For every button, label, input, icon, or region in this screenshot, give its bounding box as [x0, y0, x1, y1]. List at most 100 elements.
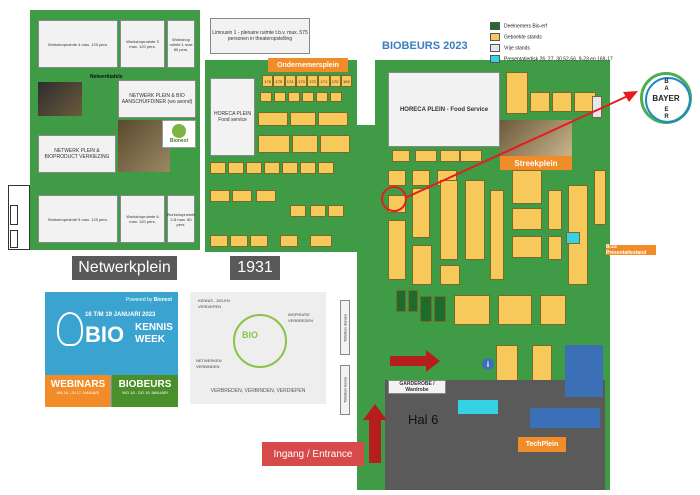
stand-block [232, 190, 252, 202]
stand-block [264, 162, 280, 174]
stand-block [415, 150, 437, 162]
stand-block [292, 135, 318, 153]
ondernemers-stand: 170 [329, 75, 341, 87]
kennisweek-biobeurs-block: BIOBEURS WO 18 - DO 19 JANUARI [112, 375, 178, 407]
legend-swatch [490, 33, 500, 41]
techplein-label: TechPlein [518, 437, 566, 452]
stand-block [310, 235, 332, 247]
stand-block [440, 180, 458, 260]
kennisweek-biobeurs-sub: WO 18 - DO 19 JANUARI [122, 390, 168, 395]
ondernemers-stand: 169 [340, 75, 352, 87]
kennis-diagram: KENNIS - DELEN VERDIEPEN INSPIRATIE VERB… [190, 292, 326, 404]
kennisweek-powered: Powered by Bionext [126, 297, 172, 303]
stand-block [566, 232, 580, 244]
stand-block [230, 235, 248, 247]
stand-block [310, 205, 326, 217]
diagram-inspiratie: INSPIRATIE [288, 312, 310, 317]
legend-swatch [490, 44, 500, 52]
stand-block [454, 295, 490, 325]
tech-stand-2 [565, 345, 603, 397]
limousin-label: Limousin 1 - plenaire ruimte t.b.v. max.… [212, 30, 308, 42]
stand-block [228, 162, 244, 174]
stand-block [288, 92, 300, 102]
stand-block [465, 180, 485, 260]
bionext-logo-box: Bionext [162, 120, 196, 148]
workshop-room-3-label: Workshopruimte 3 max. 120 pers. [126, 39, 159, 49]
stand-block [330, 92, 342, 102]
netwerk-plein-bioproduct-label: NETWERK PLEIN & BIOPRODUCT VERKIEZING [44, 148, 110, 160]
legend-item-presentatie: Presentatiedisk 26, 27, 30,52-56, 9-23 e… [490, 55, 625, 63]
entrance-arrow-up [369, 418, 381, 463]
entrance-corridor [357, 125, 379, 490]
stand-block [258, 112, 288, 126]
bulb-icon [57, 312, 83, 346]
stand-block [318, 112, 348, 126]
ondernemers-stand-row: 176 175 174 173 172 171 170 169 [262, 75, 352, 87]
kennisweek-banner: Powered by Bionext 16 T/M 19 JANUARI 202… [45, 292, 178, 407]
stand-block [274, 92, 286, 102]
bionext-logo-text: Bionext [169, 138, 189, 144]
entrance-label[interactable]: Ingang / Entrance [262, 442, 364, 466]
stand-block [392, 150, 410, 162]
stand-block [594, 170, 606, 225]
hall-1931-label: 1931 [230, 256, 280, 280]
legend-item-bio-erf: Deelnemers Bio-erf [490, 22, 625, 30]
workshop-room-4-label: Workshopruimte 4 max. 120 pers. [48, 41, 108, 47]
photo-netwerktafels [38, 82, 82, 116]
stand-block [302, 92, 314, 102]
stand-block [460, 150, 482, 162]
stand-block [440, 150, 460, 162]
workshop-room-5-label: Workshopruimte 5 max. 120 pers. [48, 216, 108, 222]
diagram-verbreden: VERBREDEN [288, 318, 313, 323]
stand-block [282, 162, 298, 174]
entrance-arrow-right-head [426, 350, 440, 372]
netwerk-plein-diner-label: NETWERK PLEIN & BIO AANSCHUIFDINER (wo a… [121, 93, 193, 105]
legend-label: Deelnemers Bio-erf [504, 23, 548, 30]
diagram-kennis-delen: KENNIS - DELEN [198, 298, 230, 303]
netwerk-plein-diner-box: NETWERK PLEIN & BIO AANSCHUIFDINER (wo a… [118, 80, 196, 118]
workshop-room-5: Workshopruimte 5 max. 120 pers. [38, 195, 118, 243]
diagram-verdiepen: VERDIEPEN [198, 304, 222, 309]
horeca-plein-small-label: HORECA PLEIN Food service [214, 111, 251, 123]
netwerkplein-label: Netwerkplein [72, 256, 177, 280]
diagram-netwerken: NETWERKEN [196, 358, 222, 363]
workshop-room-4: Workshopruimte 4 max. 120 pers. [38, 20, 118, 68]
kennisweek-kennis: KENNIS [135, 322, 173, 333]
entrance-arrow-right [390, 356, 428, 366]
bionext-logo-icon [172, 124, 186, 138]
diagram-tagline: VERBREDEN, VERBINDEN, VERDIEPEN [210, 388, 306, 394]
title-biobeurs: BIOBEURS 2023 [382, 40, 468, 52]
stand-block [512, 170, 542, 204]
kennisweek-biobeurs: BIOBEURS [118, 379, 172, 390]
legend-label: Presentatiedisk 26, 27, 30,52-56, 9-23 e… [504, 56, 613, 63]
stand-block [256, 190, 276, 202]
kennisweek-dates: 16 T/M 19 JANUARI 2023 [85, 312, 156, 318]
workshop-room-6: Workshopruimte 6 max. 120 pers. [120, 195, 165, 243]
tech-stand-3 [458, 400, 498, 414]
limousin-room: Limousin 1 - plenaire ruimte t.b.v. max.… [210, 18, 310, 54]
stand-block [512, 208, 542, 230]
ondernemers-stand: 173 [295, 75, 307, 87]
ondernemers-stand: 175 [273, 75, 285, 87]
diagram-circle [233, 314, 287, 368]
entrance-arrow-head [363, 404, 387, 420]
stand-block [260, 92, 272, 102]
stand-block [316, 92, 328, 102]
bayer-stand-highlight [381, 186, 407, 212]
stand-block [498, 295, 532, 325]
streekplein-label: Streekplein [500, 156, 572, 170]
bayer-logo-inner-ring [645, 77, 691, 123]
stand-block [300, 162, 316, 174]
stand-block [210, 190, 230, 202]
stand-block [388, 170, 406, 186]
legend-item-booked: Geboekte stands [490, 33, 625, 41]
hal6-floor [385, 380, 605, 490]
diagram-logo-bio: BIO [242, 330, 259, 340]
workshop-room-1: Workshop ruimte 1 max 80 pers. [167, 20, 195, 68]
legend-swatch [490, 22, 500, 30]
kennisweek-webinars-block: WEBINARS MA 16 - DI 17 JANUARI [45, 375, 111, 407]
hal6-label: Hal 6 [408, 412, 439, 427]
